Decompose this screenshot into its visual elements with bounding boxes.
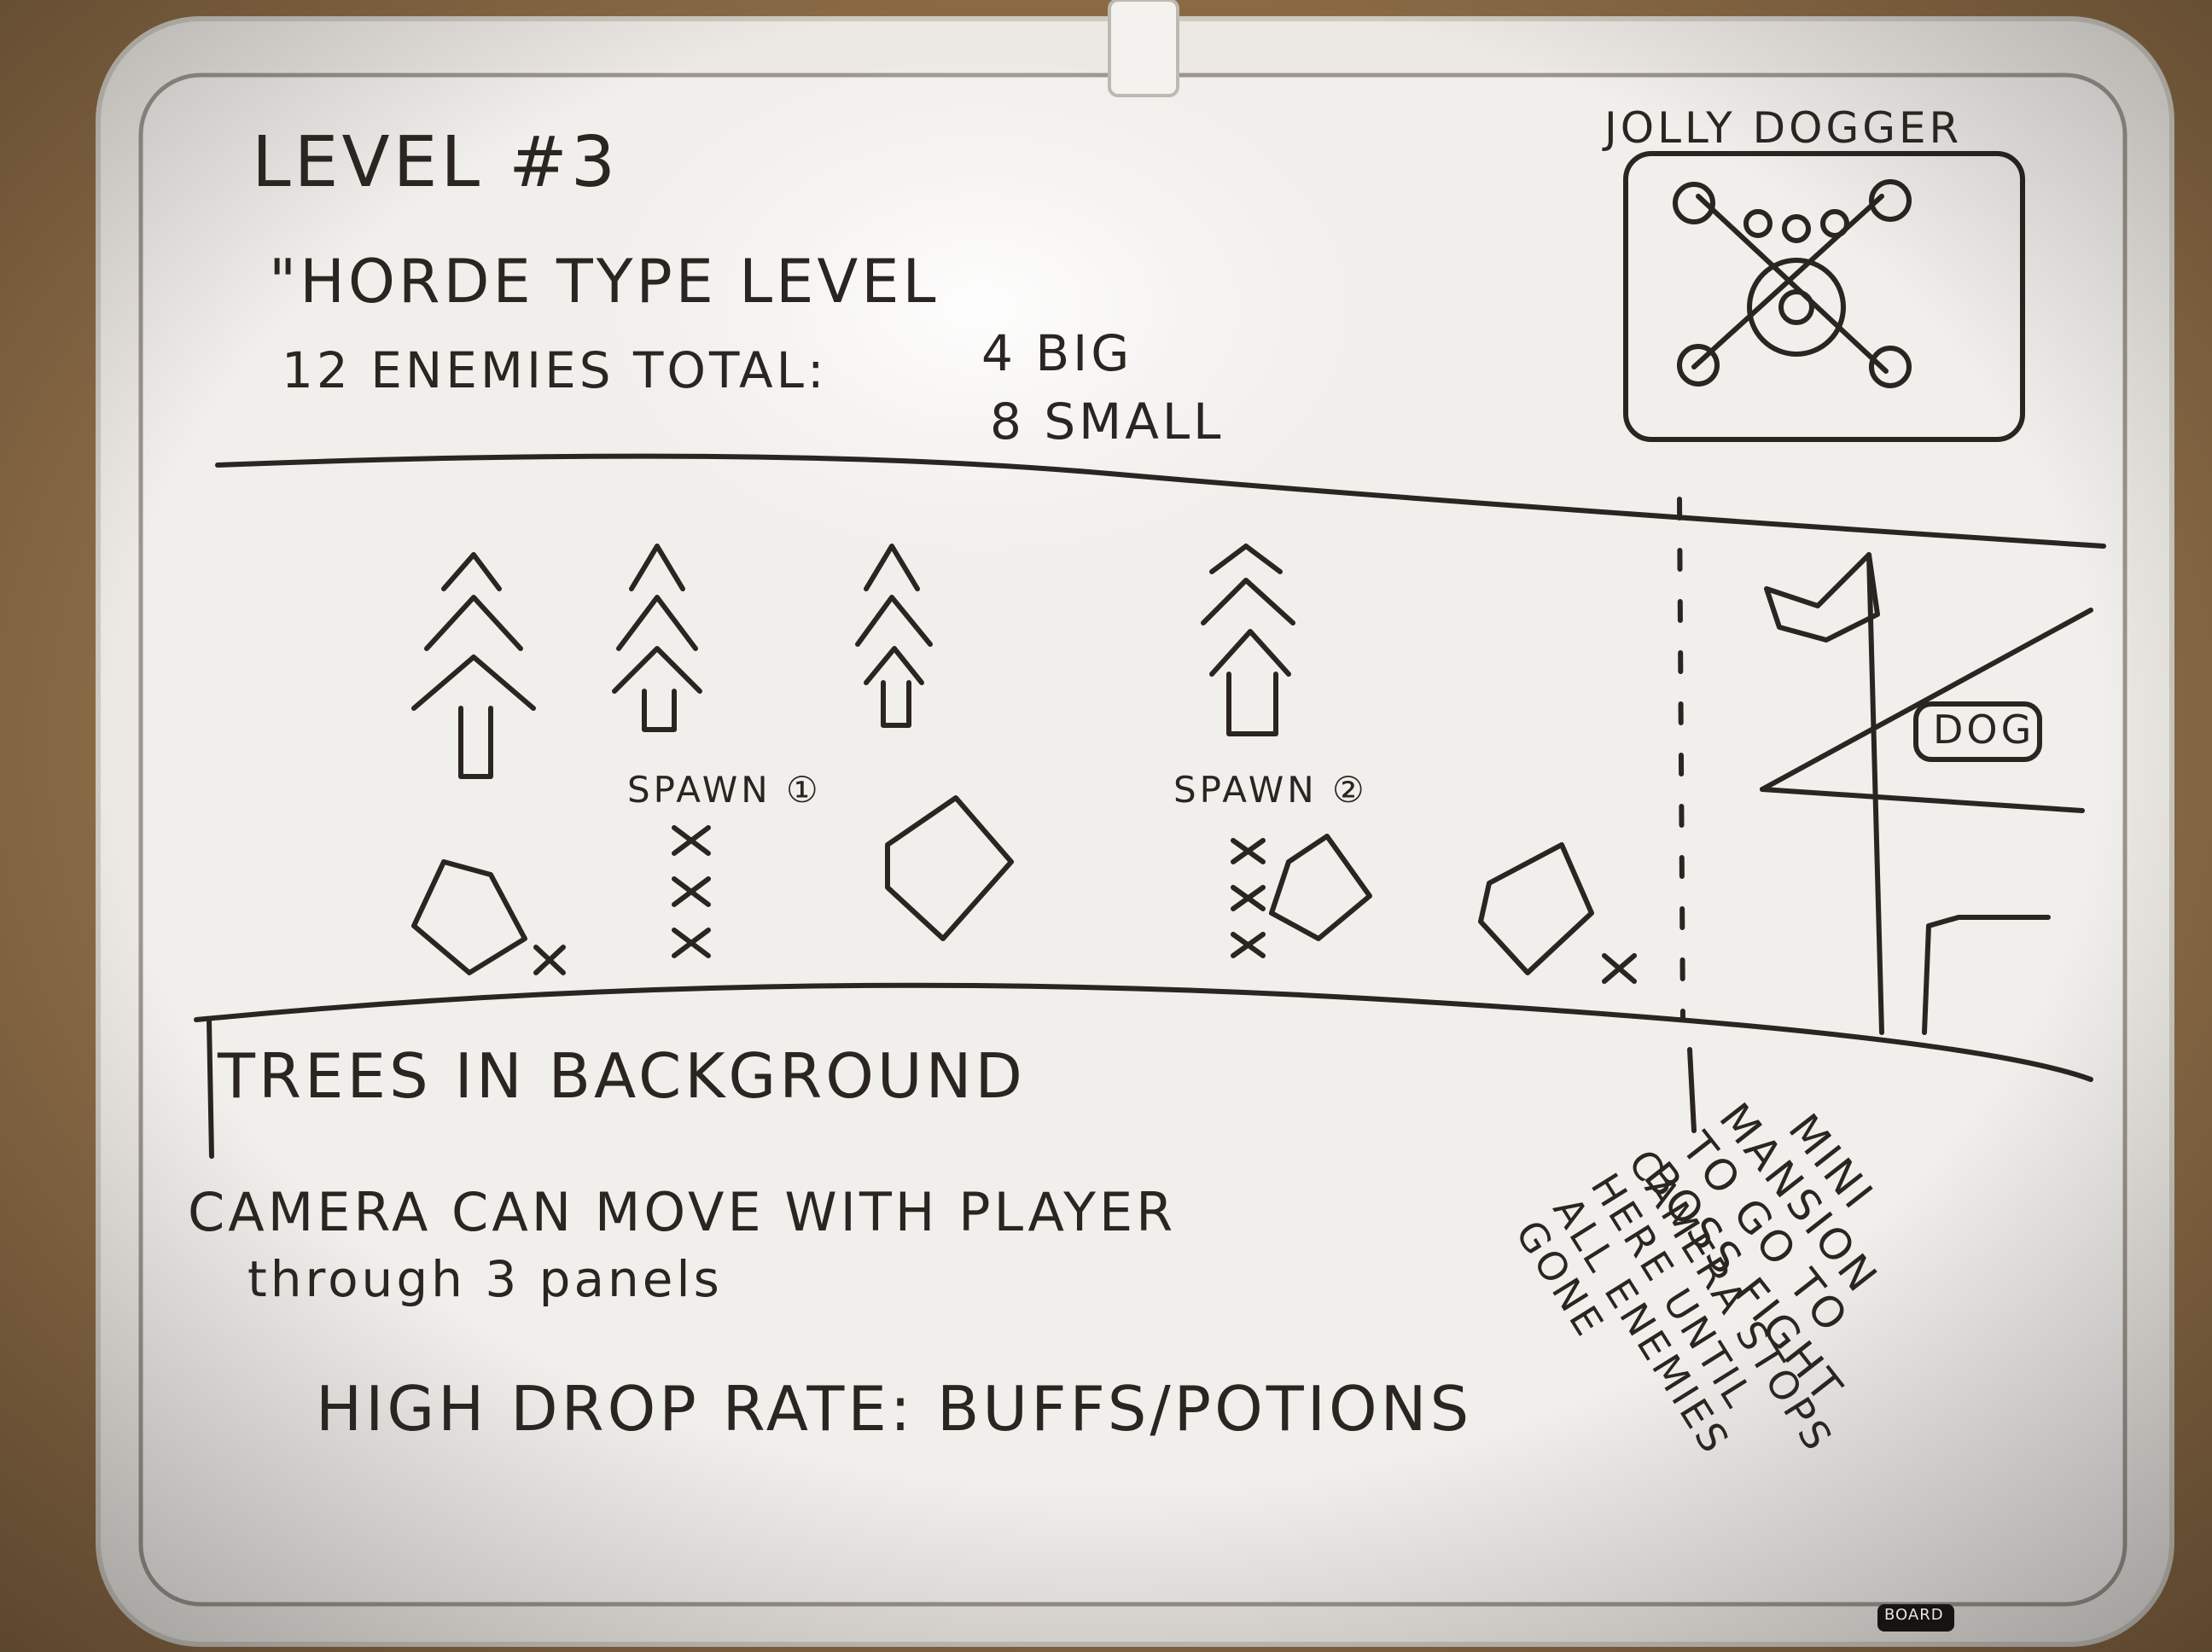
spawn-1-label: SPAWN ① bbox=[627, 769, 822, 811]
drop-rate-note: HIGH DROP RATE: BUFFS/POTIONS bbox=[316, 1373, 1473, 1445]
title: LEVEL #3 bbox=[252, 122, 620, 203]
camera-note-1: CAMERA CAN MOVE WITH PLAYER bbox=[188, 1181, 1177, 1243]
subtitle: "HORDE TYPE LEVEL bbox=[269, 247, 940, 317]
sign-label: DOG bbox=[1933, 707, 2035, 753]
trees-note: TREES IN BACKGROUND bbox=[218, 1040, 1026, 1112]
logo-name: JOLLY DOGGER bbox=[1604, 103, 1963, 153]
brand-label: BOARD bbox=[1884, 1606, 1944, 1624]
enemies-total: 12 ENEMIES TOTAL: bbox=[282, 341, 828, 399]
camera-note-2: through 3 panels bbox=[247, 1250, 723, 1308]
spawn-2-label: SPAWN ② bbox=[1173, 769, 1368, 811]
enemies-big: 4 BIG bbox=[981, 324, 1133, 382]
enemies-small: 8 SMALL bbox=[990, 393, 1225, 451]
